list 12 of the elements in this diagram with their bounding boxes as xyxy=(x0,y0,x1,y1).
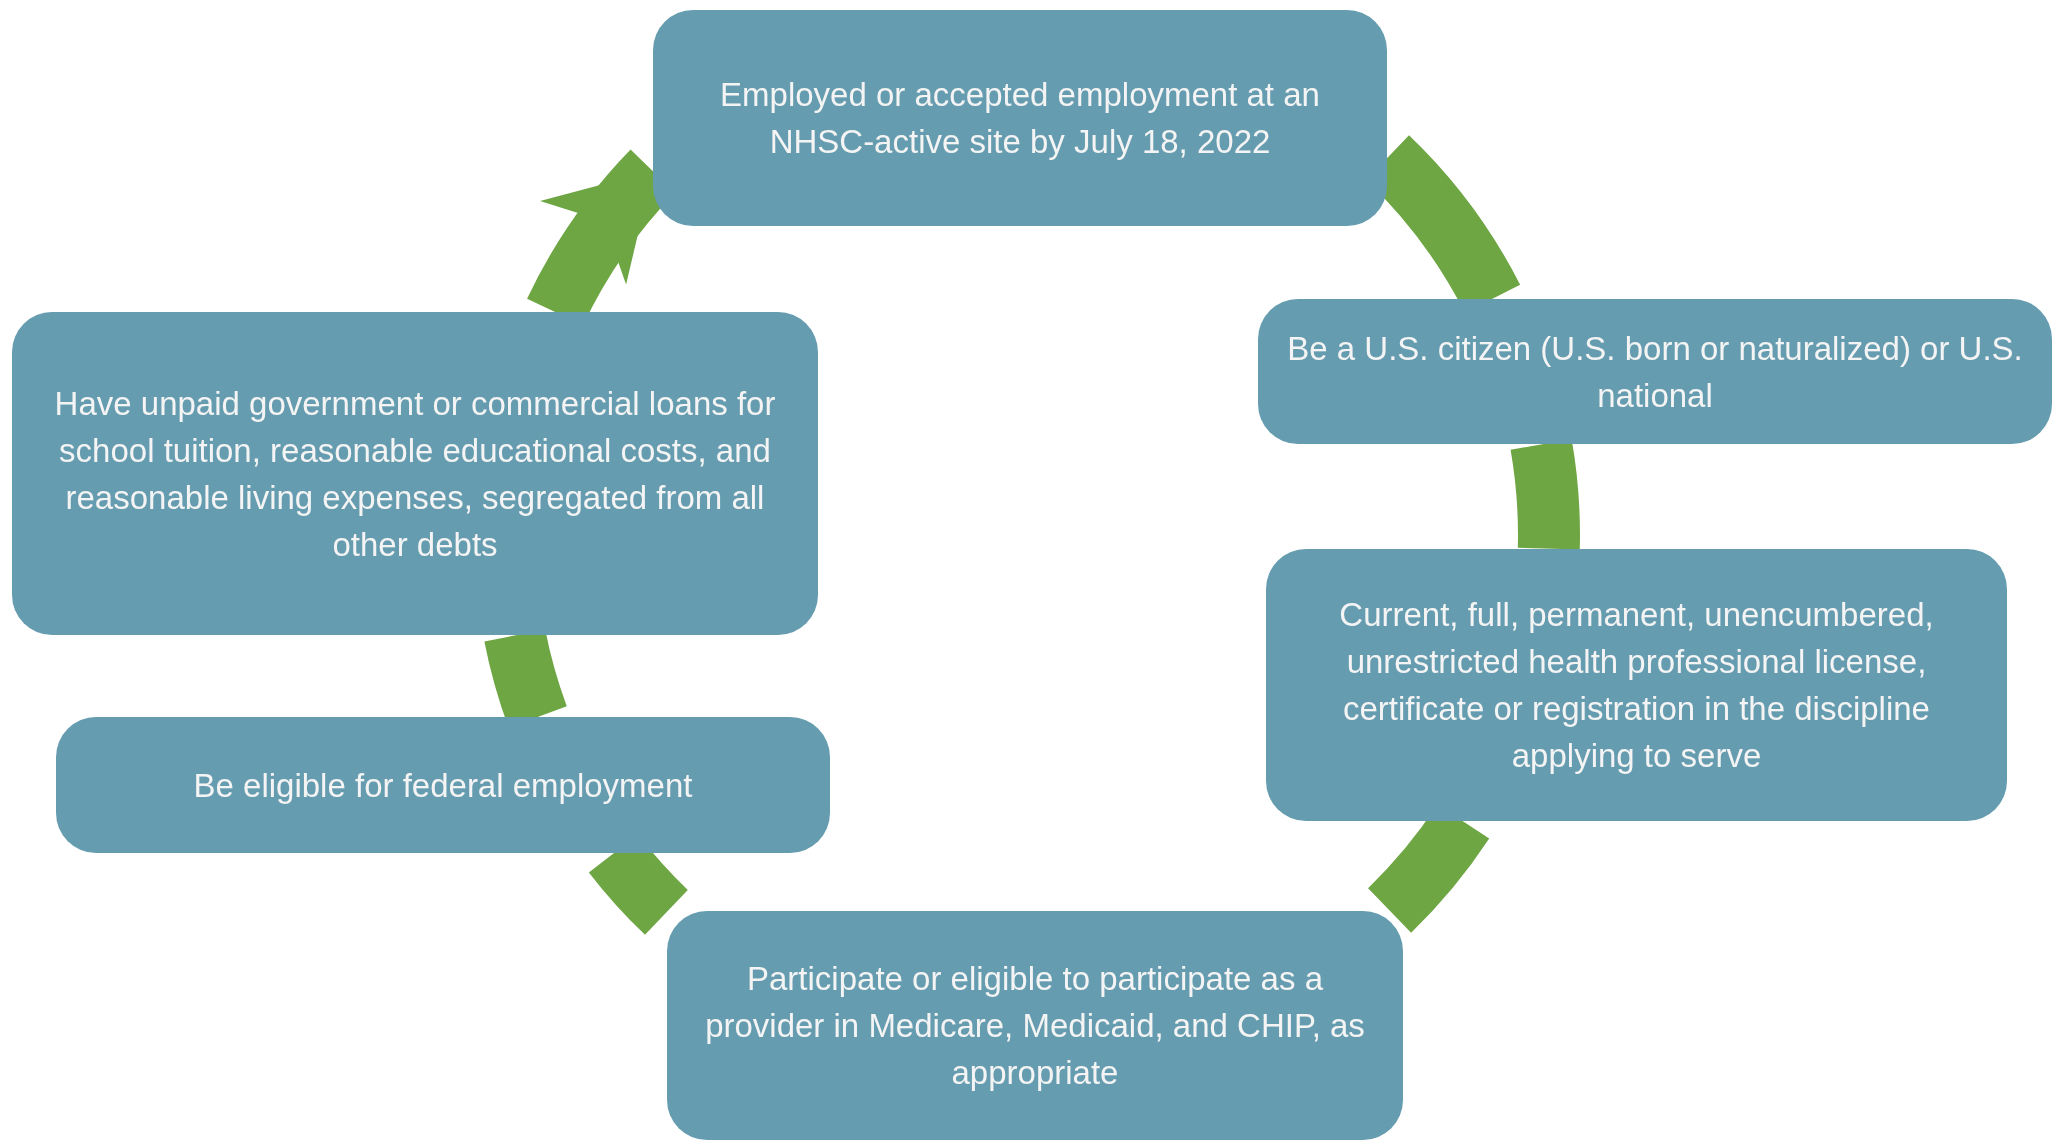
criterion-box xyxy=(1266,549,2007,821)
criterion-text: Be eligible for federal employment xyxy=(193,765,693,806)
criterion-box xyxy=(1258,299,2052,444)
criterion-box xyxy=(653,10,1387,226)
criterion-text: Be a U.S. citizen (U.S. born or naturalized) or U.S. national xyxy=(1286,328,2024,416)
criterion-box xyxy=(12,312,818,635)
criterion-text: Have unpaid government or commercial loans for school tuition, reasonable educational costs, and reasonable living expenses, segregated from all other debts xyxy=(53,383,777,565)
criterion-text: Participate or eligible to participate as a provider in Medicare, Medicaid, and CHIP, as appropriate xyxy=(704,959,1366,1093)
criterion-text: Employed or accepted employment at an NHSC-active site by July 18, 2022 xyxy=(719,75,1321,162)
criterion-box xyxy=(56,717,830,853)
criterion-box xyxy=(667,911,1403,1140)
criterion-text: Current, full, permanent, unencumbered, unrestricted health professional license, certificate or registration in the discipline applying to serve xyxy=(1338,595,1935,776)
